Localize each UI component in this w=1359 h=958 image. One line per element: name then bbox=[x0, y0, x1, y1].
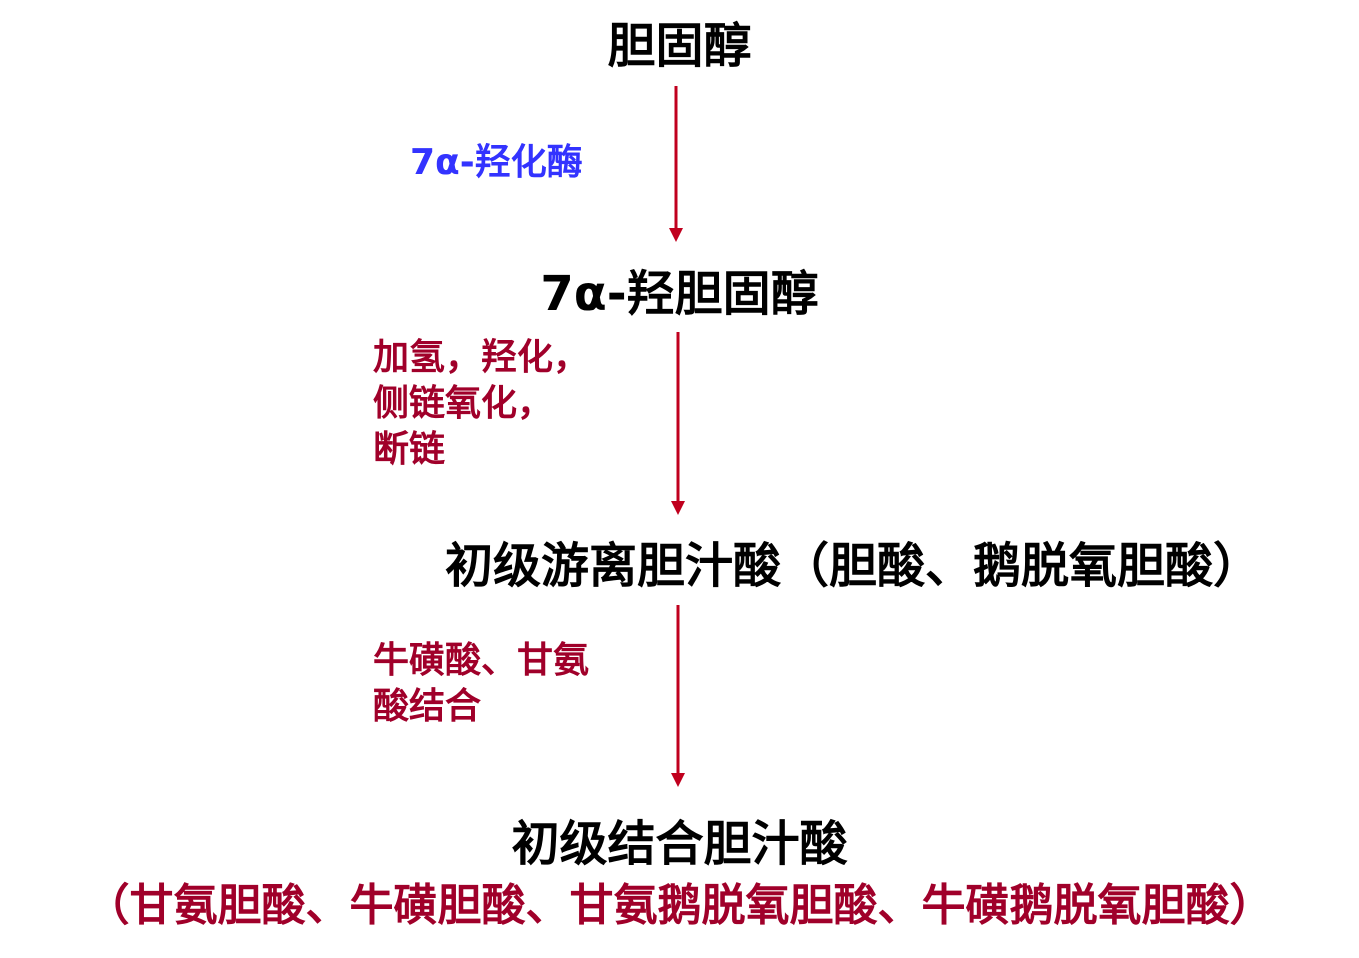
conjugated-products-list: （甘氨胆酸、牛磺胆酸、甘氨鹅脱氧胆酸、牛磺鹅脱氧胆酸） bbox=[85, 880, 1274, 931]
node-primary-free-bile-acids: 初级游离胆汁酸（胆酸、鹅脱氧胆酸） bbox=[445, 538, 1262, 594]
conjugation-line-2: 酸结合 bbox=[373, 686, 482, 728]
arrow-3-head bbox=[671, 773, 685, 787]
conjugation-label: 牛磺酸、甘氨 酸结合 bbox=[373, 638, 589, 730]
modification-line-3: 断链 bbox=[373, 429, 446, 471]
node-primary-conjugated-bile-acids: 初级结合胆汁酸 bbox=[511, 816, 848, 872]
node-cholesterol: 胆固醇 bbox=[607, 18, 752, 74]
modification-label: 加氢，羟化， 侧链氧化， 断链 bbox=[373, 335, 589, 473]
node-7a-hydroxycholesterol: 7α-羟胆固醇 bbox=[540, 266, 819, 322]
arrow-1-head bbox=[669, 228, 683, 242]
arrow-2-head bbox=[671, 501, 685, 515]
enzyme-label: 7α-羟化酶 bbox=[410, 142, 583, 183]
conjugation-line-1: 牛磺酸、甘氨 bbox=[373, 640, 590, 681]
modification-line-1: 加氢，羟化， bbox=[373, 337, 590, 378]
modification-line-2: 侧链氧化， bbox=[373, 383, 554, 425]
